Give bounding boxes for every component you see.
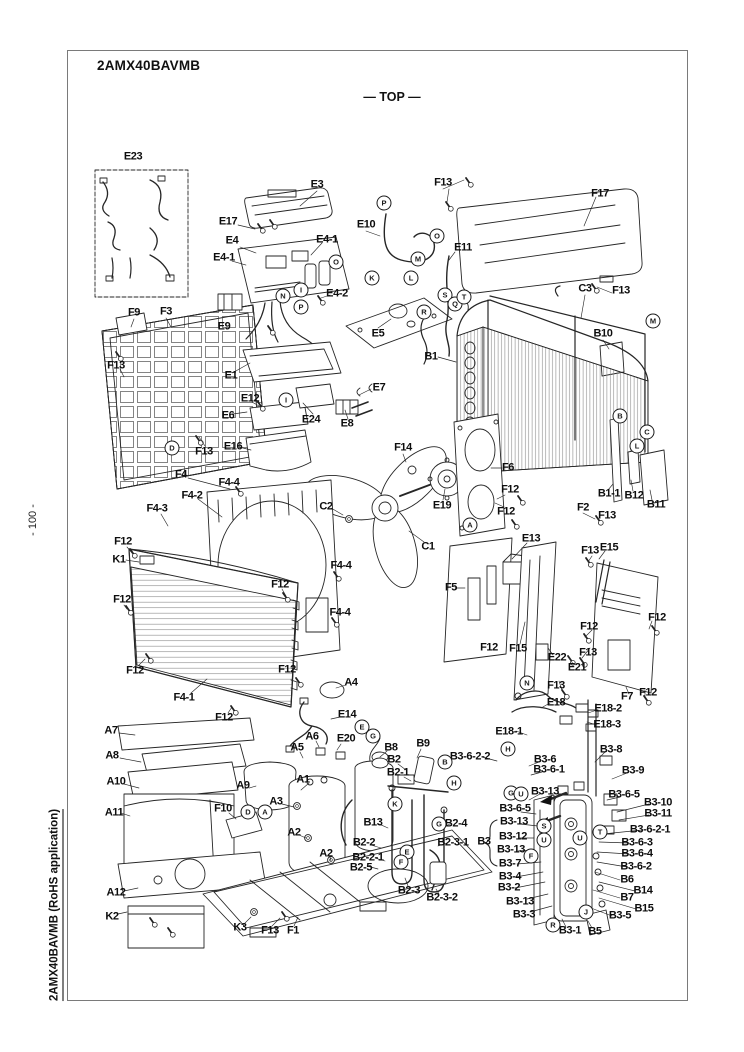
refrigerant-pipes — [340, 751, 449, 893]
electrical-small-parts — [242, 341, 373, 472]
top-plate-f17 — [456, 188, 643, 294]
page-title: 2AMX40BAVMB — [97, 58, 201, 73]
control-box-e4 — [217, 236, 350, 360]
left-parts-stack — [117, 717, 267, 949]
top-cover-e3 — [244, 187, 333, 229]
base-pan-f1 — [202, 829, 493, 938]
e14-wiring — [285, 681, 346, 760]
leader-lines — [117, 179, 653, 929]
fan-motor-e19 — [399, 457, 467, 501]
pcb-e5 — [345, 297, 453, 349]
top-orientation-label: — TOP — — [363, 90, 421, 104]
motor-mount-f6 — [453, 413, 506, 537]
e23-harness-box — [94, 169, 189, 298]
page-border — [67, 50, 688, 1001]
pipes-e10-e11 — [383, 213, 469, 365]
side-grille — [101, 304, 268, 490]
front-panel-f4-1 — [128, 548, 300, 708]
partition-plates — [443, 537, 659, 701]
